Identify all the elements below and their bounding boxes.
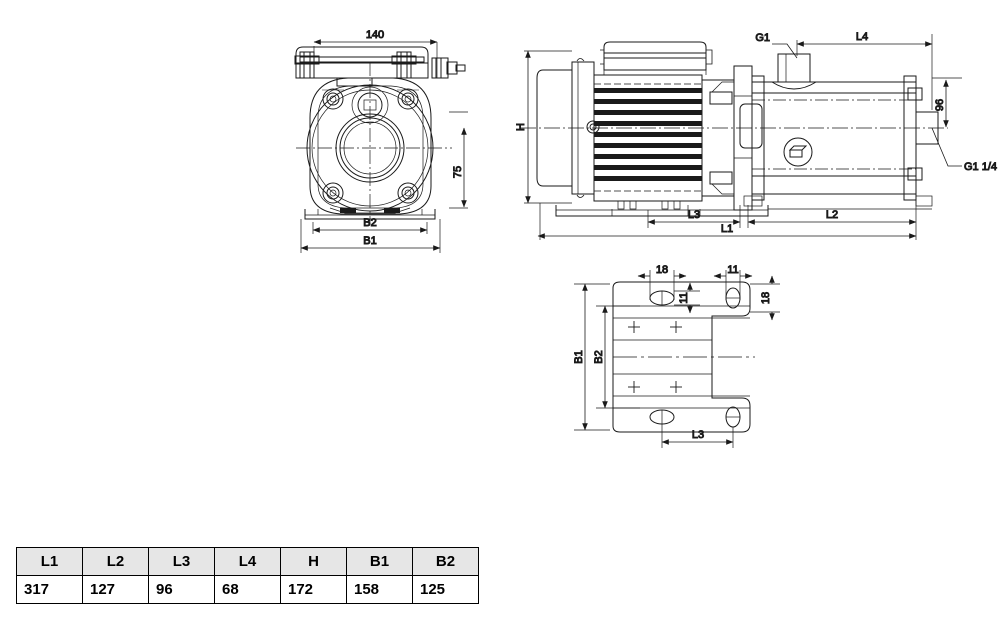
table-header-l4: L4 [214, 547, 281, 576]
dim-B1-plan: B1 [573, 283, 610, 431]
dim-H: H [515, 50, 572, 204]
dim-96: 96 [932, 77, 962, 128]
dim-label-11-inner: 11 [678, 292, 690, 303]
table-value-b1: 158 [346, 575, 413, 604]
motor-front-body [309, 77, 432, 215]
dim-140: 140 [313, 29, 438, 45]
dim-label-18-top: 18 [656, 264, 668, 276]
dim-18-right: 18 [750, 275, 780, 321]
table-header-b2: B2 [412, 547, 479, 576]
dim-label-L4: L4 [856, 31, 868, 43]
callout-label-G1: G1 [755, 32, 770, 44]
dim-B2-front: B2 [312, 217, 428, 234]
callout-G1: G1 [755, 32, 798, 59]
dim-label-B2-front: B2 [363, 217, 376, 229]
baseplate-outline [612, 281, 751, 433]
table-value-h: 172 [280, 575, 347, 604]
front-bolt-bosses [322, 88, 419, 204]
table-header-l3: L3 [148, 547, 215, 576]
dim-11-top: 11 [713, 264, 753, 300]
dim-11-inner: 11 [674, 282, 700, 314]
dim-label-B1-front: B1 [363, 235, 376, 247]
table-header-l2: L2 [82, 547, 149, 576]
dim-L4: L4 [796, 31, 933, 110]
dim-L3-plan: L3 [661, 424, 734, 448]
dim-label-L3-plan: L3 [692, 429, 704, 441]
dim-L1: L1 [537, 203, 917, 240]
pump-barrel [751, 53, 939, 201]
table-header-row: L1 L2 L3 L4 H B1 B2 [16, 547, 479, 576]
table-value-l4: 68 [214, 575, 281, 604]
side-baseplate [555, 195, 933, 217]
dimension-table: L1 L2 L3 L4 H B1 B2 317 127 96 68 172 15… [16, 547, 479, 604]
dim-label-140: 140 [366, 29, 384, 41]
plan-view: 18 11 11 18 [573, 264, 780, 448]
table-header-h: H [280, 547, 347, 576]
table-value-l1: 317 [16, 575, 83, 604]
front-baseplate [304, 207, 436, 220]
table-value-l3: 96 [148, 575, 215, 604]
coupling-lantern [701, 65, 763, 211]
front-view: 140 75 [294, 29, 468, 253]
dim-label-18-right: 18 [760, 292, 772, 304]
callout-label-G1-1-4: G1 1/4 [964, 161, 997, 173]
dim-label-H: H [515, 123, 527, 131]
table-value-row: 317 127 96 68 172 158 125 [16, 575, 479, 604]
dim-label-L1: L1 [721, 223, 733, 235]
dim-label-L2: L2 [826, 209, 838, 221]
table-header-b1: B1 [346, 547, 413, 576]
table-value-l2: 127 [82, 575, 149, 604]
terminal-box [294, 46, 466, 87]
dim-label-11-top: 11 [727, 264, 738, 276]
motor-finned-body [593, 41, 713, 210]
front-centerlines [296, 62, 452, 225]
side-view: H [515, 31, 998, 240]
dim-label-B2-plan: B2 [593, 350, 605, 363]
dim-label-L3-side: L3 [688, 209, 700, 221]
dim-label-96: 96 [934, 99, 946, 111]
dim-label-B1-plan: B1 [573, 350, 585, 363]
dim-75: 75 [452, 127, 467, 208]
dim-L3-side: L3 [647, 205, 741, 228]
mounting-slots [649, 287, 741, 428]
plan-cross-marks [628, 321, 682, 393]
table-header-l1: L1 [16, 547, 83, 576]
baseplate-inner-lines [613, 305, 750, 409]
callout-G1-1-4: G1 1/4 [931, 127, 998, 174]
dim-B2-plan: B2 [593, 305, 640, 409]
dim-18-top: 18 [637, 264, 687, 300]
table-value-b2: 125 [412, 575, 479, 604]
dim-L2: L2 [747, 196, 917, 240]
dim-B1-front: B1 [300, 219, 441, 253]
dim-label-75: 75 [452, 166, 464, 178]
